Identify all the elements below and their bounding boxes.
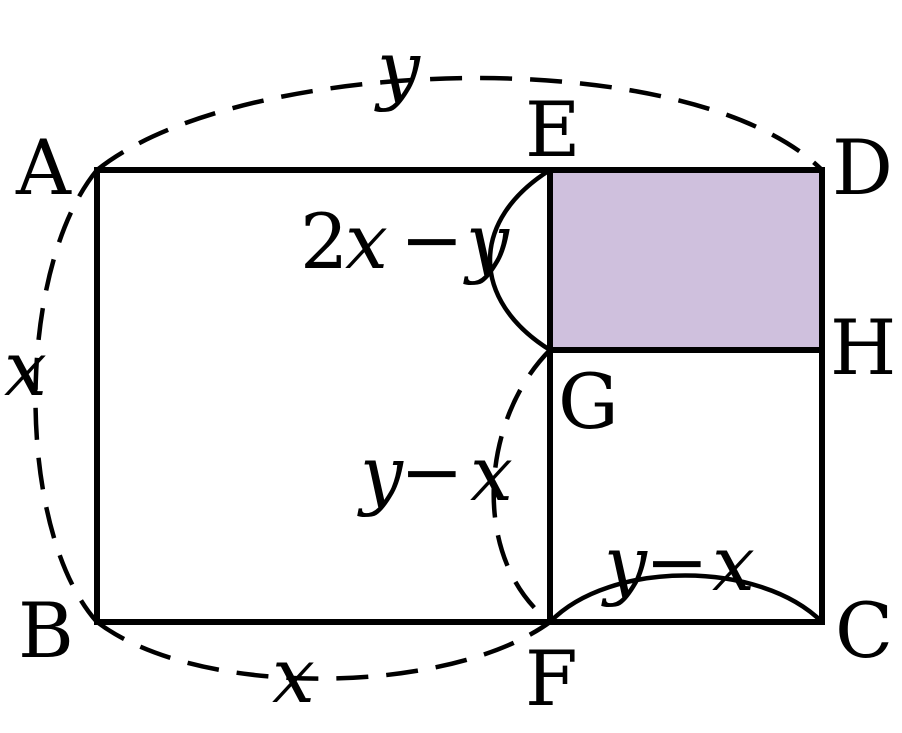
- label-GF-y: y: [357, 429, 404, 518]
- label-EG-x: x: [345, 197, 388, 286]
- arc-EG: [487, 168, 552, 352]
- label-GF-x: x: [470, 429, 513, 518]
- label-FC-length: y − x: [601, 517, 755, 608]
- label-EG-coef: 2: [300, 197, 348, 286]
- label-EG-minus: −: [400, 195, 464, 284]
- label-bottom-x: x: [272, 631, 315, 720]
- label-FC-x: x: [712, 519, 755, 608]
- label-EG-length: 2 x − y: [300, 195, 510, 286]
- dashed-arc-AB: [33, 168, 99, 624]
- label-FC-y: y: [601, 519, 648, 608]
- arc-FC: [548, 573, 824, 624]
- outer-rectangle-ABCD: [94, 167, 825, 625]
- point-A-label: A: [15, 123, 72, 212]
- label-EG-y: y: [463, 197, 510, 286]
- label-GF-minus: −: [400, 427, 464, 516]
- label-FC-minus: −: [645, 517, 709, 606]
- point-G-label: G: [558, 357, 619, 446]
- dashed-arc-AD: [95, 75, 824, 172]
- point-H-label: H: [830, 303, 896, 392]
- dashed-arc-GF: [491, 348, 552, 624]
- point-F-label: F: [525, 634, 578, 723]
- point-B-label: B: [18, 586, 74, 675]
- point-C-label: C: [835, 586, 893, 675]
- label-left-x: x: [4, 324, 47, 413]
- label-top-y: y: [374, 24, 421, 113]
- label-GF-length: y − x: [357, 427, 513, 518]
- shaded-rectangle-EDHG: [550, 170, 822, 350]
- point-E-label: E: [525, 85, 580, 174]
- dashed-arc-BF: [95, 620, 552, 681]
- point-D-label: D: [832, 123, 893, 212]
